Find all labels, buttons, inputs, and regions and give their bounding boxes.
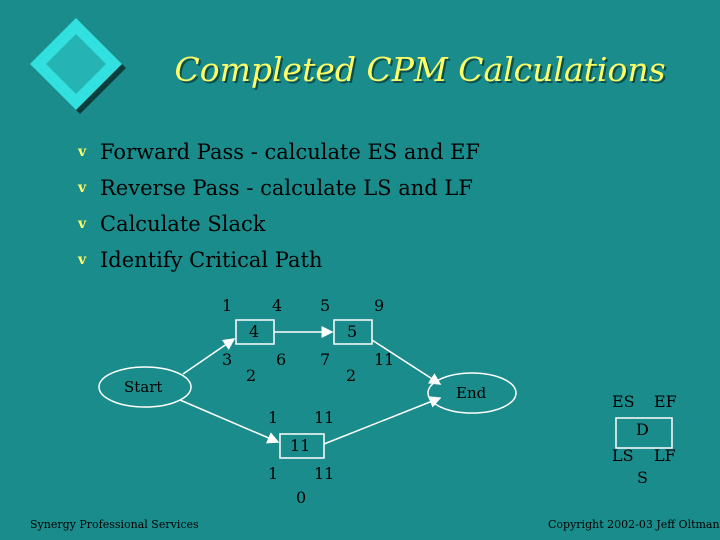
bullet-icon: v — [78, 144, 87, 160]
node3-lf: 11 — [314, 464, 335, 483]
node1-slack: 2 — [246, 366, 257, 385]
legend-es: ES — [612, 392, 635, 411]
node1-lf: 6 — [276, 350, 287, 369]
node2-ef: 9 — [374, 296, 385, 315]
node2-ls: 7 — [320, 350, 331, 369]
end-label: End — [456, 384, 487, 402]
node3-slack: 0 — [296, 488, 307, 507]
bullet-icon: v — [78, 216, 87, 232]
node2-box — [333, 319, 373, 345]
node2-slack: 2 — [346, 366, 357, 385]
node1-duration: 4 — [249, 322, 260, 341]
end-node-shape — [427, 372, 517, 414]
node2-lf: 11 — [374, 350, 395, 369]
legend-d: D — [636, 420, 649, 439]
bullet-icon: v — [78, 180, 87, 196]
start-label: Start — [124, 378, 163, 396]
legend-lf: LF — [654, 446, 676, 465]
page-title: Completed CPM Calculations — [174, 50, 666, 89]
legend-s: S — [637, 468, 648, 487]
node3-duration: 11 — [290, 436, 311, 455]
node1-ls: 3 — [222, 350, 233, 369]
bullet-icon: v — [78, 252, 87, 268]
node2-duration: 5 — [347, 322, 358, 341]
legend-ls: LS — [612, 446, 634, 465]
arrow-node2-end — [371, 339, 442, 385]
arrow-node3-end — [323, 396, 442, 445]
node1-ef: 4 — [272, 296, 283, 315]
node3-box — [279, 433, 325, 459]
arrows — [179, 326, 442, 445]
node3-ls: 1 — [268, 464, 279, 483]
arrow-start-node3 — [179, 399, 280, 444]
footer-left: Synergy Professional Services — [30, 518, 199, 531]
legend-box — [615, 417, 673, 449]
node2-es: 5 — [320, 296, 331, 315]
node1-es: 1 — [222, 296, 233, 315]
legend-ef: EF — [654, 392, 677, 411]
start-node-shape — [98, 366, 192, 408]
node3-es: 1 — [268, 408, 279, 427]
arrow-start-node1 — [182, 338, 236, 375]
footer-right: Copyright 2002-03 Jeff Oltmann — [548, 518, 720, 531]
node3-ef: 11 — [314, 408, 335, 427]
diamond-logo — [30, 18, 126, 114]
